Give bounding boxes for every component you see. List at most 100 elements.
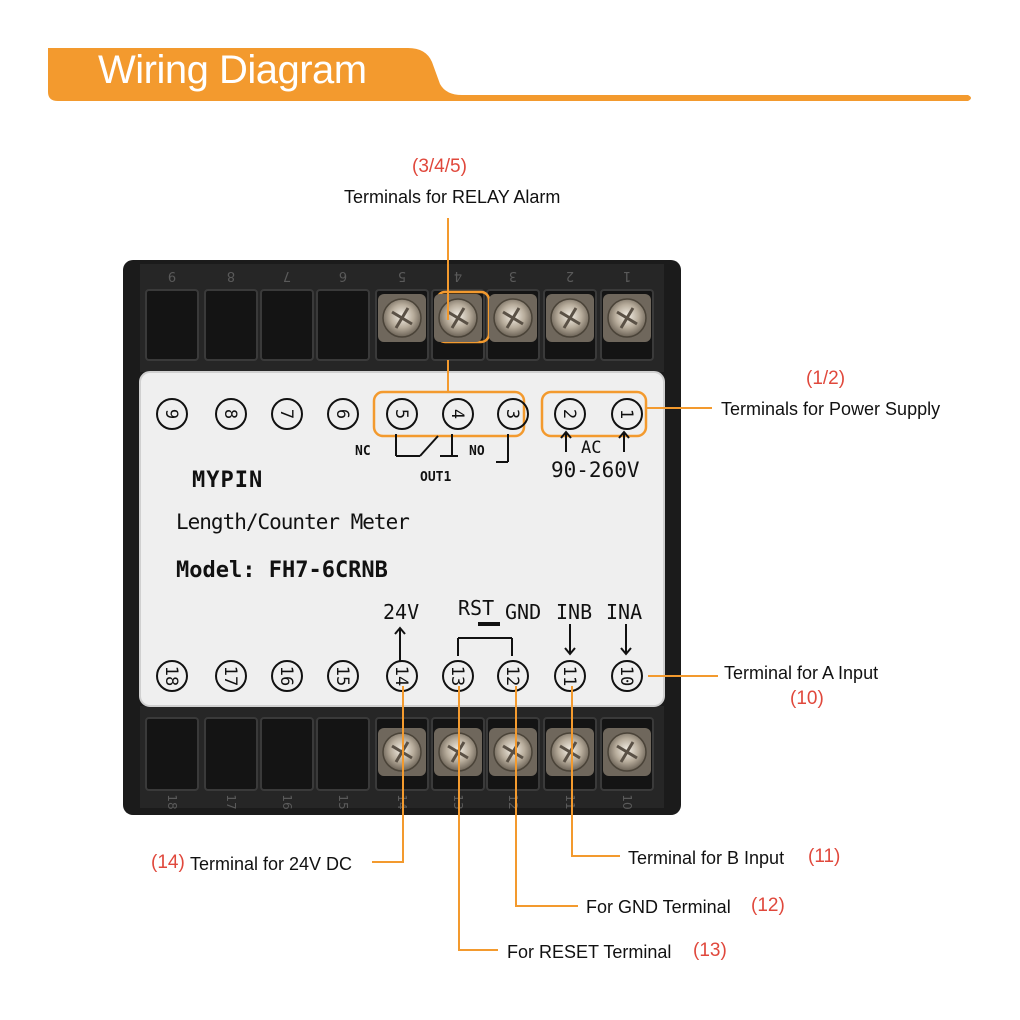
callout-reset-number: (13) xyxy=(693,940,727,961)
top-terminal-number: 3 xyxy=(509,268,517,283)
out-label: OUT1 xyxy=(420,470,452,485)
top-terminal-cell xyxy=(260,289,314,361)
bottom-terminal-number: 11 xyxy=(563,794,577,809)
label-terminal-circle xyxy=(215,398,247,430)
label-terminal-number: 9 xyxy=(161,409,181,419)
power-terminal-highlight xyxy=(540,390,648,438)
label-24v: 24V xyxy=(383,600,420,624)
product-name: Length/Counter Meter xyxy=(176,510,410,534)
banner-shape xyxy=(48,48,971,101)
page-title: Wiring Diagram xyxy=(98,48,367,92)
label-terminal-number: 1 xyxy=(616,409,636,419)
callout-24v-number: (14) xyxy=(151,852,185,873)
callout-b-input-text: Terminal for B Input xyxy=(628,848,785,868)
bottom-terminal-number: 12 xyxy=(506,794,520,809)
label-terminal-number: 10 xyxy=(616,666,636,686)
callout-power-number: (1/2) xyxy=(806,368,846,389)
label-rst: RST xyxy=(458,596,495,620)
input-arrows xyxy=(394,622,632,662)
label-terminal-circle xyxy=(611,660,643,692)
top-terminal-cell xyxy=(145,289,199,361)
label-terminal-number: 15 xyxy=(332,666,352,686)
label-terminal-circle xyxy=(156,398,188,430)
label-terminal-number: 7 xyxy=(276,409,296,419)
label-terminal-circle xyxy=(327,398,359,430)
label-terminal-number: 18 xyxy=(161,666,181,686)
callout-lines xyxy=(372,218,718,951)
leader-gnd xyxy=(515,686,578,907)
bottom-terminal-number: 15 xyxy=(336,794,350,809)
top-terminal-number: 8 xyxy=(227,268,235,283)
label-terminal-number: 2 xyxy=(559,409,579,419)
terminal-screw xyxy=(378,294,426,342)
callout-relay-text: Terminals for RELAY Alarm xyxy=(344,187,561,207)
label-inb: INB xyxy=(556,600,593,624)
label-terminal-circle xyxy=(497,398,529,430)
brand-logo: MYPIN xyxy=(192,468,264,493)
label-terminal-circle xyxy=(215,660,247,692)
label-terminal-number: 17 xyxy=(220,666,240,686)
callout-a-input-number: (10) xyxy=(790,688,824,709)
label-terminal-number: 13 xyxy=(447,666,467,686)
top-terminal-number: 2 xyxy=(566,268,574,283)
label-terminal-circle xyxy=(327,660,359,692)
callout-gnd-text: For GND Terminal xyxy=(586,897,731,917)
terminal-screw xyxy=(489,294,537,342)
terminal-screw xyxy=(434,294,482,342)
label-terminal-circle xyxy=(386,398,418,430)
callout-24v-text: Terminal for 24V DC xyxy=(190,854,353,874)
label-terminal-circle xyxy=(156,660,188,692)
voltage-label: 90-260V xyxy=(551,458,640,482)
bottom-terminal-number: 18 xyxy=(165,794,179,809)
label-terminal-number: 6 xyxy=(332,409,352,419)
label-gnd: GND xyxy=(505,600,542,624)
callout-relay-number: (3/4/5) xyxy=(412,156,467,177)
terminal-screw xyxy=(603,294,651,342)
ac-label: AC xyxy=(581,438,602,458)
terminal-screw xyxy=(546,728,594,776)
label-terminal-circle xyxy=(611,398,643,430)
relay-no-label: NO xyxy=(469,444,485,459)
bottom-terminal-cell xyxy=(204,717,258,791)
leader-reset xyxy=(458,686,498,951)
leader-b-input xyxy=(571,686,620,857)
callout-reset-text: For RESET Terminal xyxy=(507,942,672,962)
top-terminal-number: 1 xyxy=(623,268,631,283)
callout-a-input-text: Terminal for A Input xyxy=(724,663,879,683)
top-terminal-number: 9 xyxy=(168,268,176,283)
model-label: Model: FH7-6CRNB xyxy=(176,558,388,583)
relay-switch-symbol xyxy=(395,434,509,463)
bottom-terminal-number: 17 xyxy=(224,794,238,809)
label-terminal-number: 12 xyxy=(502,666,522,686)
label-terminal-number: 11 xyxy=(559,666,579,686)
label-terminal-circle xyxy=(554,660,586,692)
label-terminal-number: 14 xyxy=(391,666,411,686)
leader-24v xyxy=(372,686,404,863)
callout-gnd-number: (12) xyxy=(751,895,785,916)
label-terminal-number: 8 xyxy=(220,409,240,419)
label-terminal-number: 5 xyxy=(391,409,411,419)
device-label-sticker xyxy=(140,372,664,706)
callout-b-input-number: (11) xyxy=(808,846,841,867)
top-terminal-number: 6 xyxy=(339,268,347,283)
label-terminal-circle xyxy=(442,398,474,430)
top-terminal-number: 4 xyxy=(454,268,462,283)
label-terminal-circle xyxy=(497,660,529,692)
terminal-screw xyxy=(489,728,537,776)
terminal-screw xyxy=(603,728,651,776)
callout-power-text: Terminals for Power Supply xyxy=(721,399,941,419)
ac-arrows xyxy=(560,430,630,452)
top-terminal-cell xyxy=(204,289,258,361)
label-terminal-number: 16 xyxy=(276,666,296,686)
bottom-terminal-number: 16 xyxy=(280,794,294,809)
bottom-terminal-cell xyxy=(260,717,314,791)
bottom-terminal-number: 10 xyxy=(620,794,634,809)
top-terminal-cell xyxy=(316,289,370,361)
top-terminal-number: 5 xyxy=(398,268,406,283)
terminal-screw xyxy=(546,294,594,342)
label-terminal-circle xyxy=(554,398,586,430)
bottom-terminal-cell xyxy=(316,717,370,791)
label-terminal-circle xyxy=(271,660,303,692)
